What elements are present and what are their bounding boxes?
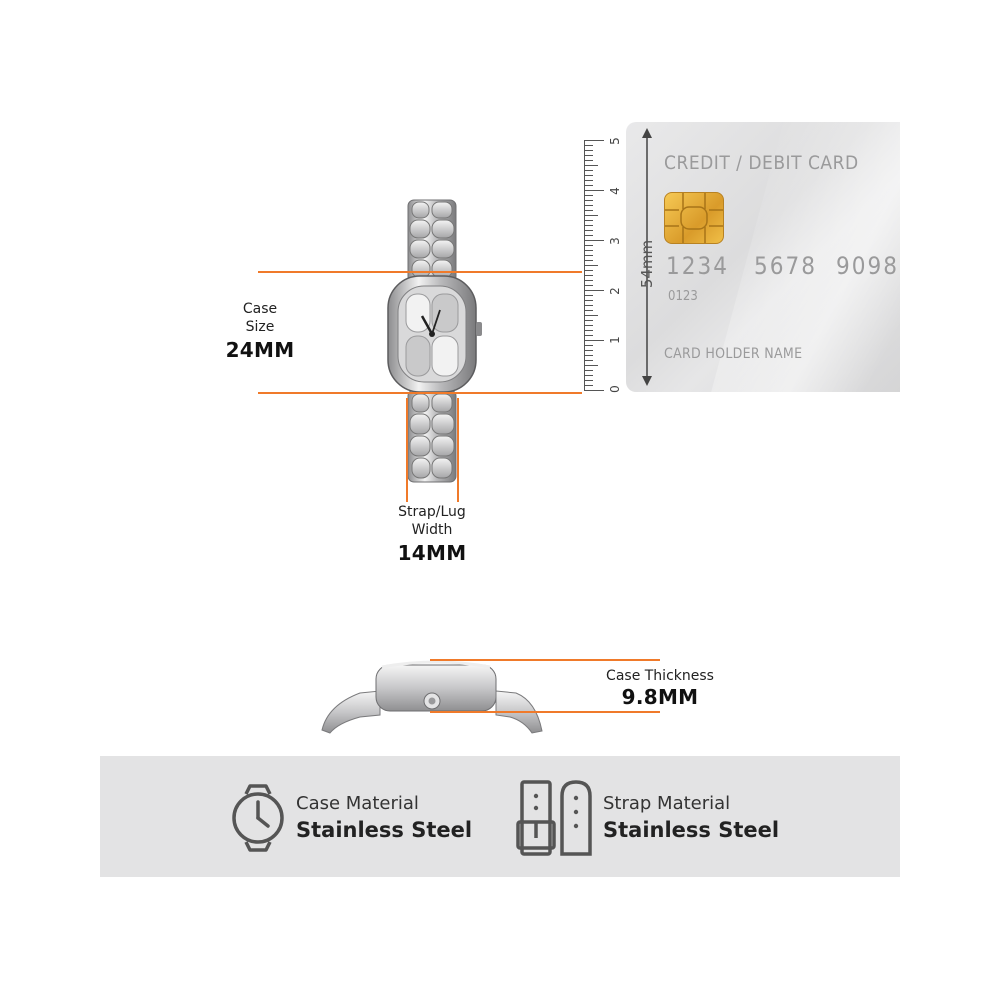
ruler-tick — [584, 215, 598, 216]
case-material-title: Case Material — [296, 793, 419, 814]
case-thickness-label: Case Thickness — [606, 668, 714, 684]
ruler-tick — [584, 275, 593, 276]
case-size-top-guide — [258, 271, 582, 273]
ruler: 0 1 2 3 4 5 — [578, 122, 624, 394]
watch-side-image — [320, 655, 545, 735]
ruler-tick — [584, 380, 593, 381]
ruler-tick — [584, 350, 593, 351]
ruler-tick — [584, 185, 593, 186]
strap-width-annotation: Strap/Lug Width 14MM — [372, 503, 492, 565]
strap-material-title: Strap Material — [603, 793, 731, 814]
card-holder-name: CARD HOLDER NAME — [664, 346, 803, 362]
ruler-tick — [584, 290, 604, 291]
ruler-tick — [584, 245, 593, 246]
ruler-tick — [584, 335, 593, 336]
ruler-tick — [584, 260, 593, 261]
ruler-tick — [584, 170, 593, 171]
ruler-tick — [584, 250, 593, 251]
ruler-tick — [584, 140, 604, 141]
ruler-tick — [584, 280, 593, 281]
ruler-label-4: 4 — [608, 187, 622, 195]
ruler-tick — [584, 355, 593, 356]
ruler-tick — [584, 220, 593, 221]
ruler-tick — [584, 315, 598, 316]
card-small-number: 0123 — [668, 289, 698, 304]
ruler-tick — [584, 265, 598, 266]
ruler-label-3: 3 — [608, 237, 622, 245]
strap-material-value: Stainless Steel — [603, 818, 780, 842]
ruler-tick — [584, 360, 593, 361]
strap-icon — [516, 780, 592, 860]
card-number-group-2: 5678 — [754, 252, 817, 280]
case-material-block: Case Material Stainless Steel — [296, 793, 472, 842]
ruler-tick — [584, 345, 593, 346]
ruler-tick — [584, 325, 593, 326]
ruler-tick — [584, 225, 593, 226]
materials-band: Case Material Stainless Steel Strap Mate… — [100, 756, 900, 877]
case-material-value: Stainless Steel — [296, 818, 473, 842]
ruler-tick — [584, 370, 593, 371]
ruler-label-1: 1 — [608, 336, 622, 344]
ruler-tick — [584, 155, 593, 156]
reference-credit-card: CREDIT / DEBIT CARD 1234 5678 9098 0123 … — [626, 122, 900, 392]
ruler-tick — [584, 195, 593, 196]
ruler-tick — [584, 330, 593, 331]
ruler-tick — [584, 205, 593, 206]
strap-width-left-guide — [406, 398, 408, 502]
strap-width-right-guide — [457, 398, 459, 502]
ruler-tick — [584, 285, 593, 286]
ruler-tick — [584, 385, 593, 386]
ruler-tick — [584, 270, 593, 271]
ruler-tick — [584, 320, 593, 321]
ruler-tick — [584, 365, 598, 366]
ruler-tick — [584, 165, 598, 166]
ruler-tick — [584, 305, 593, 306]
case-size-annotation: Case Size 24MM — [210, 300, 310, 362]
ruler-tick — [584, 310, 593, 311]
strap-width-value: 14MM — [397, 541, 467, 565]
case-size-value: 24MM — [225, 338, 295, 362]
ruler-tick — [584, 190, 604, 191]
ruler-tick — [584, 375, 593, 376]
card-number-group-1: 1234 — [666, 252, 729, 280]
ruler-tick — [584, 200, 593, 201]
card-title: CREDIT / DEBIT CARD — [664, 152, 859, 174]
case-size-label-line2: Size — [245, 319, 275, 335]
card-chip-icon — [664, 192, 724, 244]
ruler-tick — [584, 175, 593, 176]
ruler-label-5: 5 — [608, 137, 622, 145]
card-height-arrow — [642, 128, 652, 386]
card-height-label: 54mm — [638, 239, 656, 289]
ruler-label-2: 2 — [608, 287, 622, 295]
card-number-group-3: 9098 — [836, 252, 899, 280]
ruler-tick — [584, 145, 593, 146]
ruler-tick — [584, 210, 593, 211]
ruler-tick — [584, 300, 593, 301]
thickness-top-guide — [430, 659, 660, 661]
strap-material-block: Strap Material Stainless Steel — [603, 793, 779, 842]
ruler-tick — [584, 240, 604, 241]
ruler-tick — [584, 340, 604, 341]
ruler-tick — [584, 180, 593, 181]
watch-icon — [230, 784, 286, 856]
case-thickness-annotation: Case Thickness 9.8MM — [580, 667, 740, 709]
case-size-bottom-guide — [258, 392, 582, 394]
ruler-tick — [584, 160, 593, 161]
ruler-tick — [584, 295, 593, 296]
case-thickness-value: 9.8MM — [621, 685, 699, 709]
ruler-tick — [584, 150, 593, 151]
ruler-tick — [584, 255, 593, 256]
watch-front-image — [370, 190, 490, 570]
ruler-tick — [584, 390, 604, 391]
case-size-label-line1: Case — [242, 301, 278, 317]
strap-width-label-line1: Strap/Lug — [398, 504, 466, 520]
ruler-tick — [584, 235, 593, 236]
ruler-label-0: 0 — [608, 385, 622, 393]
ruler-tick — [584, 230, 593, 231]
strap-width-label-line2: Width — [411, 522, 453, 538]
thickness-bottom-guide — [430, 711, 660, 713]
